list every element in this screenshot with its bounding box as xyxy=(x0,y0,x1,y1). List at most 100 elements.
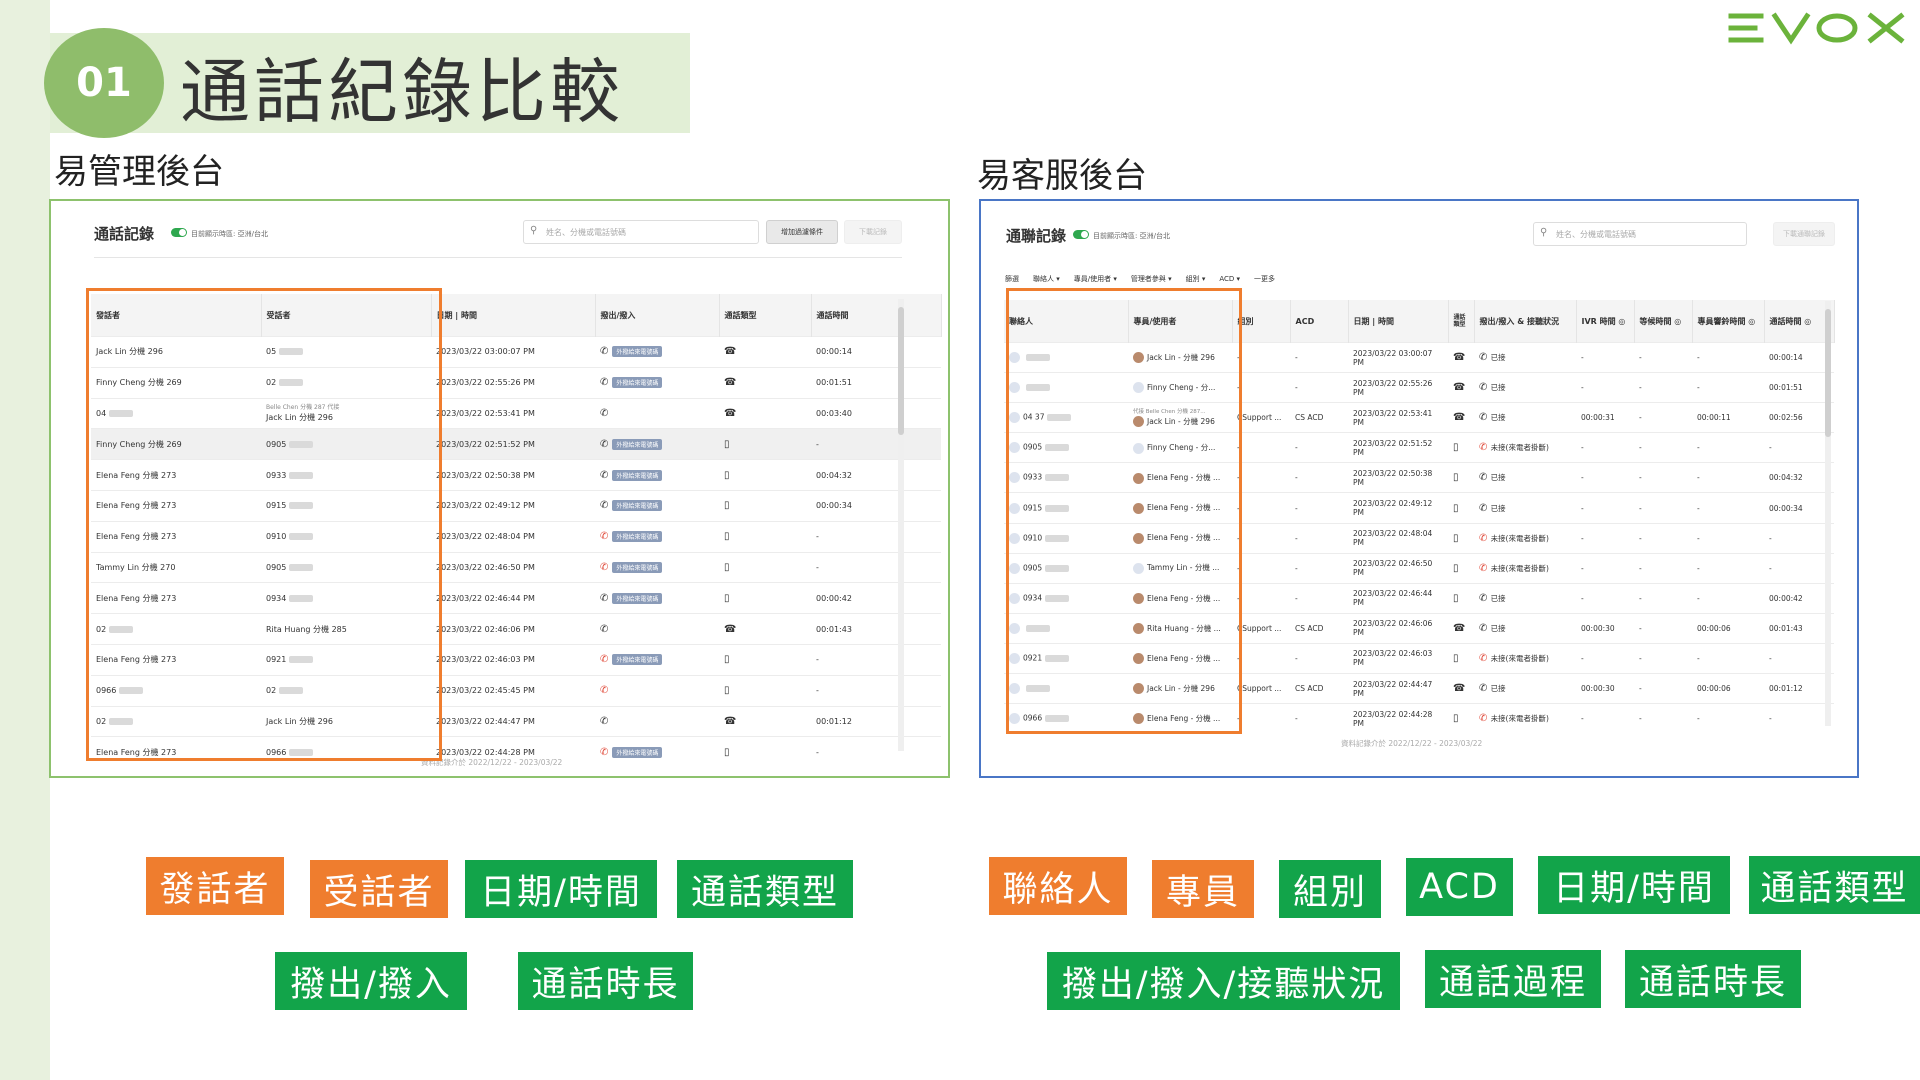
datetime-text: 2023/03/22 02:44:28 PM xyxy=(1353,709,1433,728)
desk-phone-icon: ☎ xyxy=(724,715,737,727)
table-row[interactable]: Finny Cheng - 分...--2023/03/22 02:55:26 … xyxy=(1004,372,1834,403)
call-type-cell: ▯ xyxy=(1448,642,1474,674)
ring-text: - xyxy=(1697,593,1700,603)
mobile-phone-icon: ▯ xyxy=(1453,562,1459,574)
call-type-cell: ▯ xyxy=(1448,492,1474,524)
masked-number xyxy=(289,594,314,602)
filter-manager[interactable]: 管理者參與 ▾ xyxy=(1130,275,1172,283)
col-datetime[interactable]: 日期 | 時間 xyxy=(431,294,596,337)
col-agent[interactable]: 專員/使用者 xyxy=(1128,300,1233,343)
filter-agent[interactable]: 專員/使用者 ▾ xyxy=(1073,275,1117,283)
timezone-toggle[interactable] xyxy=(171,228,187,237)
missed-call-icon: ✆ xyxy=(600,561,609,573)
col-callee[interactable]: 受話者 xyxy=(261,294,432,337)
duration-cell: - xyxy=(811,736,941,768)
col-wait-time[interactable]: 等候時間 ◎ xyxy=(1634,300,1693,343)
right-search-input[interactable]: ⚲ 姓名、分機或電話號碼 xyxy=(1533,222,1747,246)
table-row[interactable]: Jack Lin - 分機 296--2023/03/22 03:00:07 P… xyxy=(1004,341,1834,373)
add-filter-button[interactable]: 增加過濾條件 xyxy=(766,220,838,244)
left-scrollbar[interactable] xyxy=(898,299,904,751)
answered-call-icon: ✆ xyxy=(1479,472,1491,484)
col-duration[interactable]: 通話時間 xyxy=(811,294,942,337)
duration-cell: - xyxy=(811,551,941,583)
left-search-input[interactable]: ⚲ 姓名、分機或電話號碼 xyxy=(523,220,759,244)
chip-contact: 聯絡人 xyxy=(989,857,1127,915)
masked-number xyxy=(289,440,314,448)
call-type-cell: ▯ xyxy=(1448,703,1474,734)
col-call-type[interactable]: 通話類型 xyxy=(1448,300,1475,343)
callee-cell: 05 xyxy=(261,336,431,368)
left-call-log-screenshot: 通話記錄 目前顯示時區: 亞洲/台北 ⚲ 姓名、分機或電話號碼 增加過濾條件 下… xyxy=(49,199,950,778)
ring-cell: - xyxy=(1692,522,1764,554)
scrollbar-thumb[interactable] xyxy=(898,307,904,435)
filter-more[interactable]: 一更多 xyxy=(1254,275,1276,283)
callee-cell: 0905 xyxy=(261,428,431,460)
col-direction-status[interactable]: 撥出/撥入 & 接聽狀況 xyxy=(1474,300,1577,343)
filter-contact[interactable]: 聯絡人 ▾ xyxy=(1033,275,1060,283)
agent-avatar xyxy=(1133,623,1144,635)
ivr-cell: - xyxy=(1576,341,1634,373)
caller-cell: Elena Feng 分機 273 xyxy=(91,582,261,614)
status-cell: ✆ 已接 xyxy=(1474,673,1576,704)
caller-cell: Elena Feng 分機 273 xyxy=(91,736,261,768)
scrollbar-thumb[interactable] xyxy=(1825,309,1831,437)
contact-avatar xyxy=(1009,592,1020,604)
col-call-type[interactable]: 通話類型 xyxy=(719,294,812,337)
download-log-button[interactable]: 下載通聯記錄 xyxy=(1773,222,1835,246)
download-button[interactable]: 下載記錄 xyxy=(844,220,902,244)
ring-cell: - xyxy=(1692,582,1764,614)
wait-cell: - xyxy=(1634,402,1692,433)
caller-cell: Finny Cheng 分機 269 xyxy=(91,428,261,460)
agent-cell: Elena Feng - 分機 ... xyxy=(1128,492,1232,524)
col-ring-time[interactable]: 專員響鈴時間 ◎ xyxy=(1692,300,1765,343)
col-contact[interactable]: 聯絡人 xyxy=(1004,300,1129,343)
col-acd[interactable]: ACD xyxy=(1290,300,1349,343)
callee-cell: 0933 xyxy=(261,459,431,491)
datetime-text: 2023/03/22 02:44:47 PM xyxy=(1353,679,1433,698)
contact-avatar xyxy=(1009,532,1020,544)
duration-cell: 00:04:32 xyxy=(1764,462,1834,493)
col-duration[interactable]: 通話時間 ◎ xyxy=(1764,300,1835,343)
datetime-cell: 2023/03/22 02:46:50 PM xyxy=(1348,552,1448,584)
masked-number xyxy=(289,656,314,664)
datetime-cell: 2023/03/22 02:53:41 PM xyxy=(431,397,595,429)
call-type-cell: ▯ xyxy=(1448,522,1474,554)
col-caller[interactable]: 發話者 xyxy=(91,294,262,337)
right-scrollbar[interactable] xyxy=(1825,301,1831,726)
col-datetime[interactable]: 日期 | 時間 xyxy=(1348,300,1449,343)
call-type-cell: ☎ xyxy=(1448,372,1474,403)
timezone-toggle[interactable] xyxy=(1073,230,1089,239)
datetime-text: 2023/03/22 02:46:03 PM xyxy=(1353,649,1433,668)
col-direction[interactable]: 撥出/撥入 xyxy=(595,294,720,337)
acd-cell: - xyxy=(1290,552,1348,584)
masked-number xyxy=(289,563,314,571)
filter-group[interactable]: 組別 ▾ xyxy=(1185,275,1206,283)
filter-acd[interactable]: ACD ▾ xyxy=(1219,275,1241,283)
col-ivr-time[interactable]: IVR 時間 ◎ xyxy=(1576,300,1635,343)
caller-cell: Elena Feng 分機 273 xyxy=(91,643,261,676)
